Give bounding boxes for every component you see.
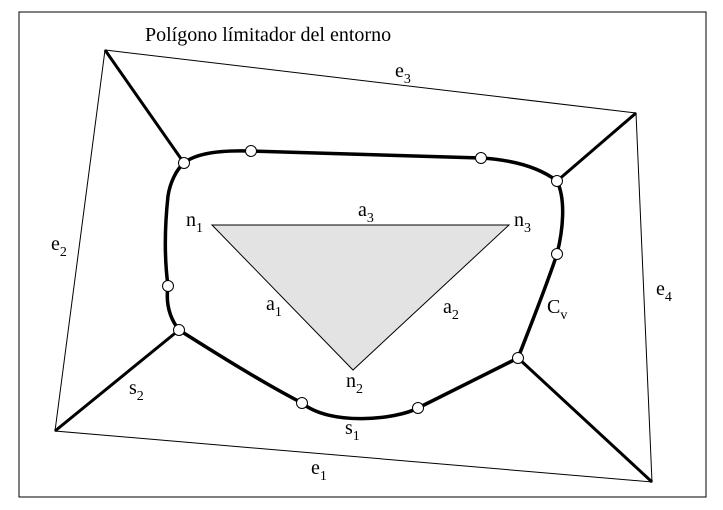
- vertex-circle: [412, 402, 424, 414]
- label-s2: s2: [129, 377, 144, 404]
- label-e4: e4: [656, 278, 672, 305]
- vertex-circle: [475, 152, 487, 164]
- label-a2: a2: [443, 296, 459, 323]
- vertex-circle: [162, 280, 174, 292]
- spoke-top-right: [556, 111, 637, 183]
- label-e1: e1: [311, 457, 327, 484]
- vertex-circle: [296, 397, 308, 409]
- label-e2: e2: [51, 233, 67, 260]
- vertex-circle: [512, 352, 524, 364]
- label-e3: e3: [395, 60, 411, 87]
- vertex-circle: [245, 145, 257, 157]
- label-a3: a3: [358, 199, 374, 226]
- label-n1: n1: [186, 209, 203, 236]
- label-a1: a1: [266, 293, 282, 320]
- spoke-bottom-right: [516, 356, 654, 484]
- spoke-top-left: [103, 49, 186, 164]
- frame-border: [18, 11, 707, 498]
- diagram-title: Polígono límitador del entorno: [145, 24, 391, 46]
- label-s1: s1: [345, 417, 360, 444]
- spoke-bottom-left: [54, 328, 180, 433]
- triangle: [210, 224, 511, 371]
- label-n3: n3: [514, 209, 531, 236]
- vertex-circle: [551, 175, 563, 187]
- vertex-circle: [178, 157, 190, 169]
- vertex-circle: [173, 324, 185, 336]
- curve-vertices: [162, 145, 563, 414]
- vertex-circle: [551, 248, 563, 260]
- label-n2: n2: [346, 370, 363, 397]
- label-cv: Cv: [547, 296, 567, 323]
